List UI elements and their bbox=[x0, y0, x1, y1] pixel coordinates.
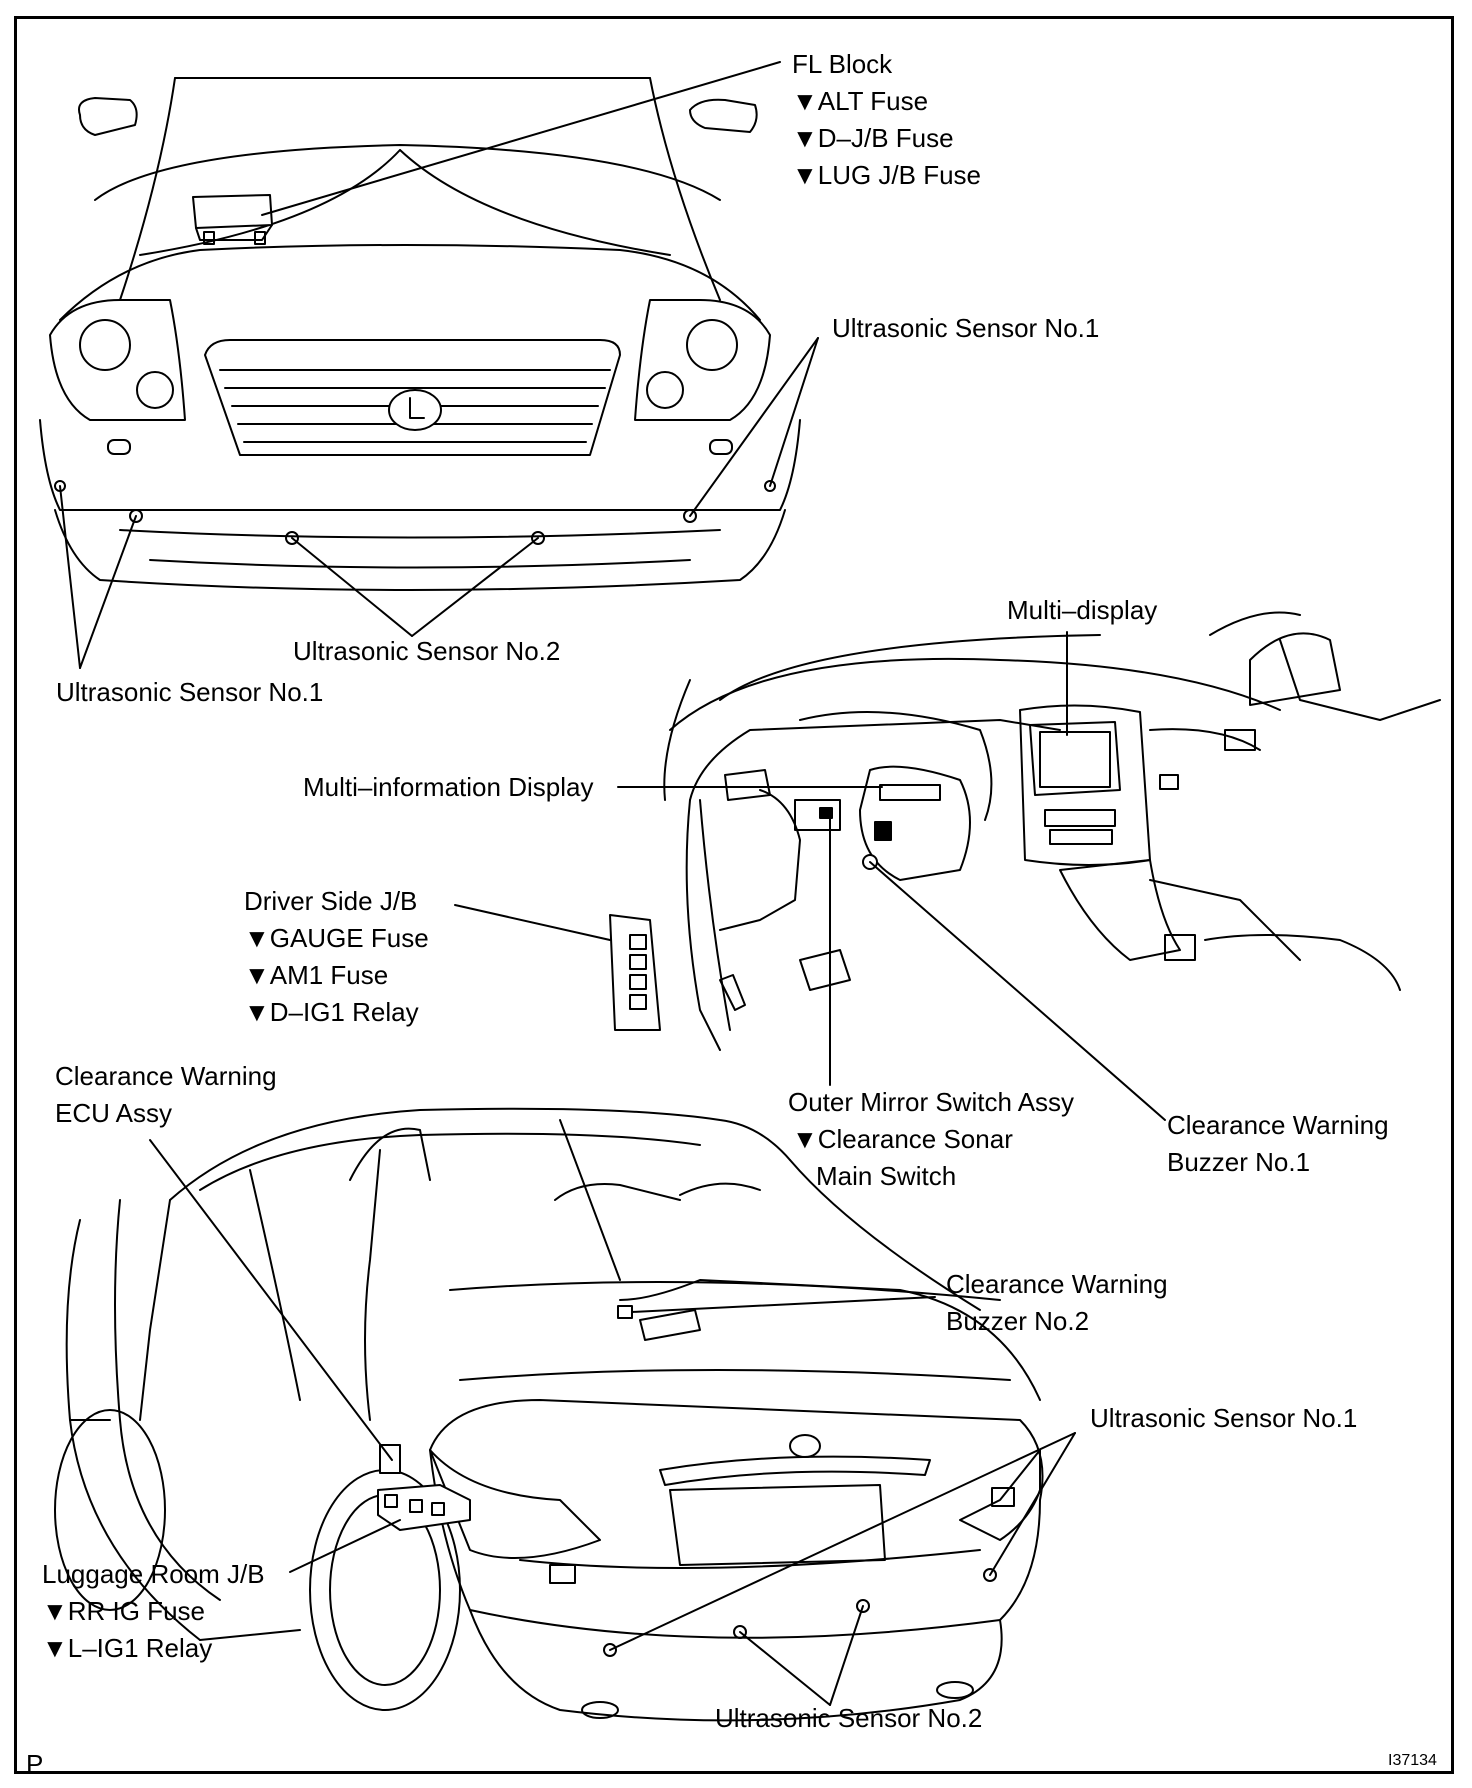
interior-drawing bbox=[609, 611, 1441, 1051]
driver-side-jb-label: Driver Side J/B ▼GAUGE Fuse ▼AM1 Fuse ▼D… bbox=[244, 883, 429, 1031]
multi-information-display-label: Multi–information Display bbox=[303, 772, 594, 802]
rear-corner-sensor-label: Ultrasonic Sensor No.1 bbox=[1090, 1403, 1358, 1433]
buzzer2-label: Clearance Warning Buzzer No.2 bbox=[946, 1266, 1168, 1340]
fl-block-label: FL Block ▼ALT Fuse ▼D–J/B Fuse ▼LUG J/B … bbox=[792, 46, 981, 194]
buzzer2-marker bbox=[617, 1305, 633, 1319]
luggage-jb-title: Luggage Room J/B bbox=[42, 1559, 265, 1589]
outer-mirror-line2: ▼Clearance Sonar bbox=[792, 1124, 1013, 1154]
sensor-rear-left bbox=[603, 1643, 617, 1657]
gauge-fuse-label: ▼GAUGE Fuse bbox=[244, 923, 429, 953]
rear-car-drawing bbox=[54, 1107, 1044, 1722]
rear-center-sensor-label: Ultrasonic Sensor No.2 bbox=[715, 1703, 983, 1733]
clearance-ecu-line2: ECU Assy bbox=[55, 1098, 173, 1128]
sensor-rear-center-right bbox=[856, 1599, 870, 1613]
driver-side-jb-title: Driver Side J/B bbox=[244, 886, 418, 916]
clearance-warning-ecu-label: Clearance Warning ECU Assy bbox=[55, 1058, 277, 1132]
rear-sensors bbox=[603, 1568, 997, 1657]
dj-b-fuse-label: ▼D–J/B Fuse bbox=[792, 123, 954, 153]
sensor-rear-center-left bbox=[733, 1625, 747, 1639]
front-center-sensor-label: Ultrasonic Sensor No.2 bbox=[293, 636, 561, 666]
buzzer1-line1: Clearance Warning bbox=[1167, 1110, 1389, 1140]
buzzer2-line2: Buzzer No.2 bbox=[946, 1306, 1090, 1336]
rr-ig-fuse-label: ▼RR IG Fuse bbox=[42, 1596, 205, 1626]
outer-mirror-line1: Outer Mirror Switch Assy bbox=[788, 1087, 1075, 1117]
buzzer1-label: Clearance Warning Buzzer No.1 bbox=[1167, 1107, 1389, 1181]
front-sensors bbox=[54, 480, 776, 545]
l-ig1-relay-label: ▼L–IG1 Relay bbox=[42, 1633, 213, 1663]
luggage-room-jb-label: Luggage Room J/B ▼RR IG Fuse ▼L–IG1 Rela… bbox=[42, 1556, 265, 1667]
interior-leader-lines bbox=[454, 631, 1166, 1121]
sensor-rear-right bbox=[983, 1568, 997, 1582]
d-ig1-relay-label: ▼D–IG1 Relay bbox=[244, 997, 419, 1027]
buzzer1-line2: Buzzer No.1 bbox=[1167, 1147, 1311, 1177]
clearance-ecu-line1: Clearance Warning bbox=[55, 1061, 277, 1091]
outer-mirror-switch-label: Outer Mirror Switch Assy ▼Clearance Sona… bbox=[788, 1084, 1074, 1195]
am1-fuse-label: ▼AM1 Fuse bbox=[244, 960, 389, 990]
rear-leader-lines bbox=[149, 1139, 1076, 1706]
outer-mirror-line3: Main Switch bbox=[816, 1161, 957, 1191]
buzzer2-line1: Clearance Warning bbox=[946, 1269, 1168, 1299]
sensor-front-right bbox=[683, 509, 697, 523]
sensor-front-left bbox=[129, 509, 143, 523]
front-car-drawing bbox=[39, 77, 801, 591]
fl-block-title: FL Block bbox=[792, 49, 893, 79]
front-leader-lines bbox=[59, 61, 819, 669]
sensor-front-center-right bbox=[531, 531, 545, 545]
lug-jb-fuse-label: ▼LUG J/B Fuse bbox=[792, 160, 982, 190]
figure-id: I37134 bbox=[1388, 1752, 1437, 1769]
front-right-sensor-label: Ultrasonic Sensor No.1 bbox=[832, 313, 1100, 343]
front-left-sensor-label: Ultrasonic Sensor No.1 bbox=[56, 677, 324, 707]
alt-fuse-label: ▼ALT Fuse bbox=[792, 86, 929, 116]
corner-code-left: P bbox=[26, 1749, 44, 1779]
multi-display-label: Multi–display bbox=[1007, 595, 1158, 625]
diagram-frame bbox=[14, 16, 1454, 1774]
sensor-front-center-left bbox=[285, 531, 299, 545]
sensor-front-right-corner bbox=[764, 480, 776, 492]
